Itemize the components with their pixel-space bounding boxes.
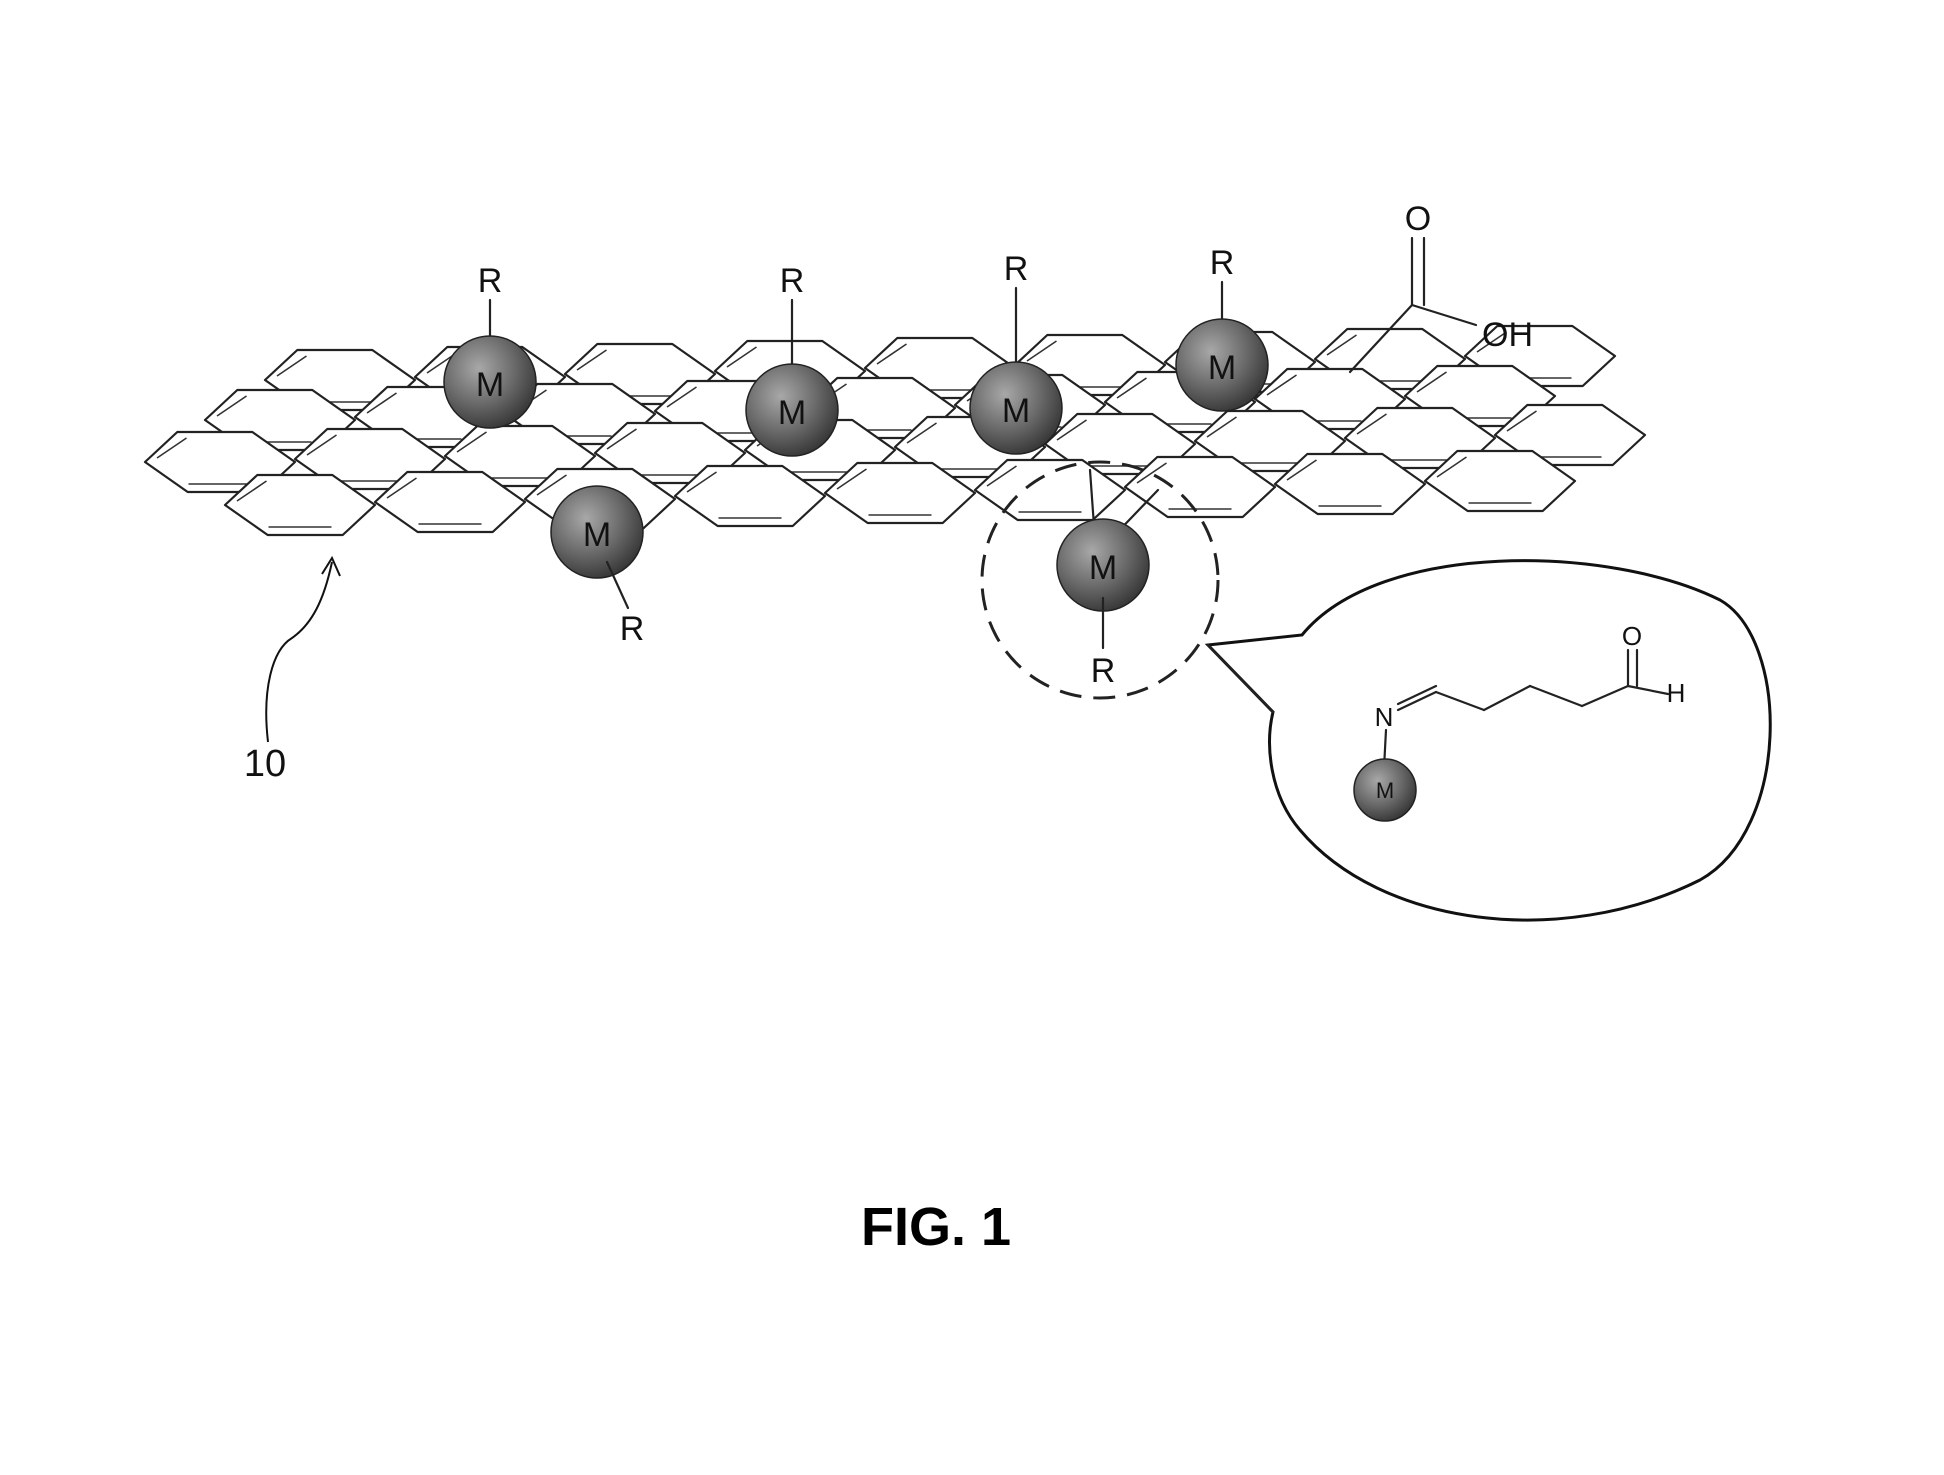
metal-label: M: [476, 366, 504, 404]
metal-label: M: [1208, 349, 1236, 387]
metal-label-small: M: [1376, 778, 1394, 803]
metal-label: M: [1089, 549, 1117, 587]
r-label: R: [478, 262, 503, 300]
figure-caption: FIG. 1: [861, 1197, 1011, 1257]
r-label: R: [1004, 250, 1029, 288]
metal-group-5: M R: [551, 486, 644, 648]
metal-label: M: [778, 394, 806, 432]
carbonyl-oxygen-label: O: [1405, 200, 1431, 238]
reference-numeral-label: 10: [244, 743, 286, 785]
metal-label: M: [1002, 392, 1030, 430]
metal-label: M: [583, 516, 611, 554]
callout-bubble: [1208, 561, 1770, 920]
nitrogen-label: N: [1375, 702, 1394, 732]
r-label: R: [1210, 244, 1235, 282]
r-label: R: [1091, 652, 1116, 690]
aldehyde-hydrogen-label: H: [1667, 678, 1686, 708]
hydroxyl-label: OH: [1482, 316, 1533, 354]
metal-group-4: R M: [1176, 244, 1268, 411]
leader-arrow: [266, 562, 332, 742]
detail-inset-callout: N O H M: [1208, 561, 1770, 920]
r-label: R: [780, 262, 805, 300]
metal-group-1: R M: [444, 262, 536, 428]
aldehyde-oxygen-label: O: [1622, 621, 1642, 651]
reference-numeral-10: 10: [244, 558, 340, 785]
r-label: R: [620, 610, 645, 648]
graphene-sheet: [145, 326, 1645, 535]
